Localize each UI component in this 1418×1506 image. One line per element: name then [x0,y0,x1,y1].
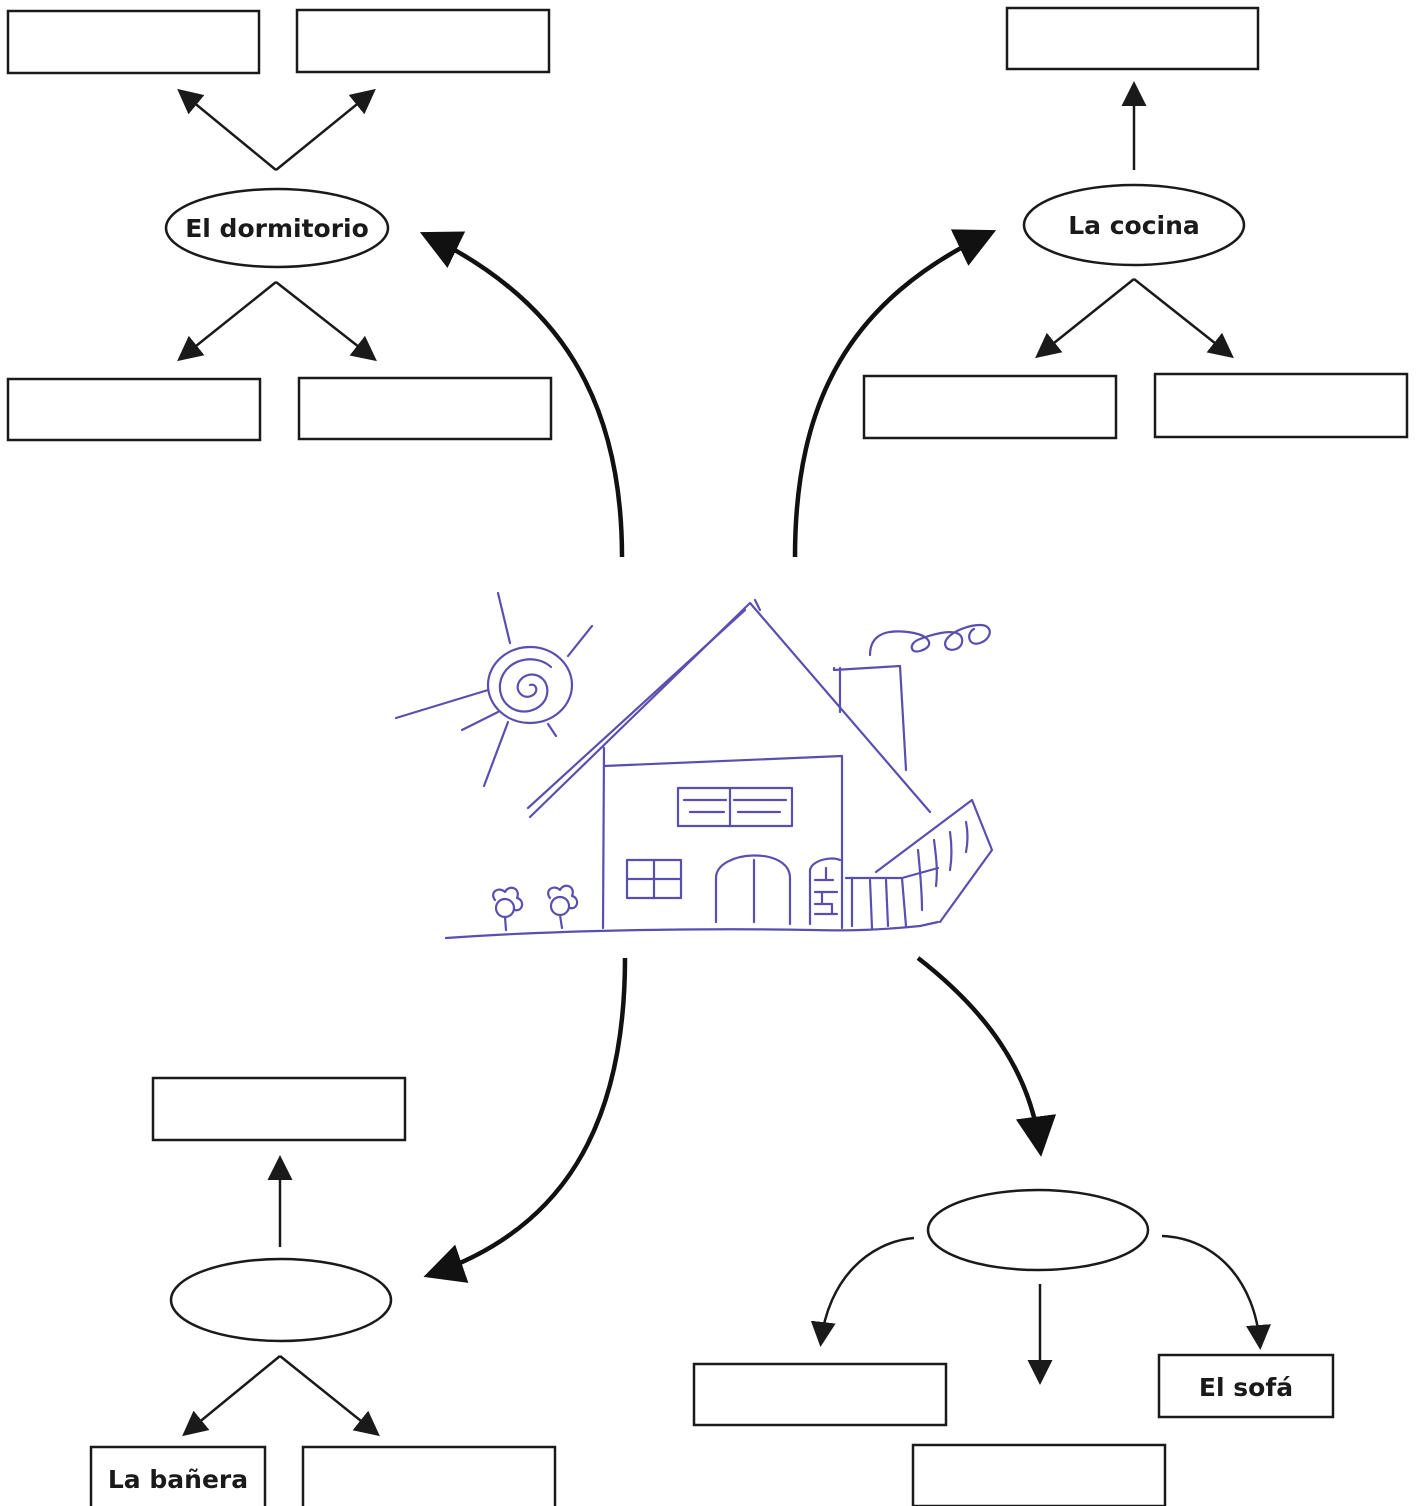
node-cocina[interactable] [1022,183,1246,267]
arrow-bano-bottom-right [279,1355,380,1437]
flower-icon [492,886,524,932]
arrow-house-to-salon [916,956,1057,1157]
node-bano[interactable] [169,1257,393,1343]
house-sketch-icon [394,591,994,940]
bano-bottom-right-box[interactable] [301,1445,557,1506]
sun-icon [394,591,594,788]
arrow-cocina-bottom-right [1133,278,1234,359]
flower-icon [547,884,579,930]
dormitorio-top-left-box[interactable] [6,9,261,75]
node-salon[interactable] [926,1188,1150,1272]
salon-center-box[interactable] [911,1443,1167,1506]
arrow-dormitorio-bottom-left [177,281,277,362]
salon-left-box[interactable] [692,1362,948,1427]
bano-top-box[interactable] [151,1076,407,1142]
node-dormitorio-label: El dormitorio [185,214,369,243]
arrow-salon-right [1161,1234,1271,1350]
arrow-house-to-bano [423,957,628,1283]
bano-bottom-left-label: La bañera [108,1465,248,1494]
arrow-dormitorio-bottom-right [275,281,377,362]
arrow-dormitorio-top-right [275,88,376,171]
bano-bottom-left-box[interactable] [89,1445,267,1506]
cocina-bottom-right-box[interactable] [1153,372,1409,439]
cocina-bottom-left-box[interactable] [862,374,1118,440]
arrow-house-to-dormitorio [419,231,625,558]
arrow-house-to-cocina [792,229,997,558]
node-cocina-label: La cocina [1068,211,1200,240]
dormitorio-bottom-left-box[interactable] [6,377,262,442]
dormitorio-top-right-box[interactable] [295,8,551,74]
arrow-dormitorio-top-left [177,88,277,171]
arrow-cocina-bottom-left [1035,278,1135,359]
arrow-salon-left [810,1236,915,1347]
salon-right-box[interactable] [1157,1353,1335,1419]
node-dormitorio[interactable] [164,187,390,269]
dormitorio-bottom-right-box[interactable] [297,376,553,441]
arrow-bano-bottom-left [182,1355,281,1437]
salon-right-label: El sofá [1199,1373,1293,1402]
cocina-top-box[interactable] [1005,6,1260,71]
